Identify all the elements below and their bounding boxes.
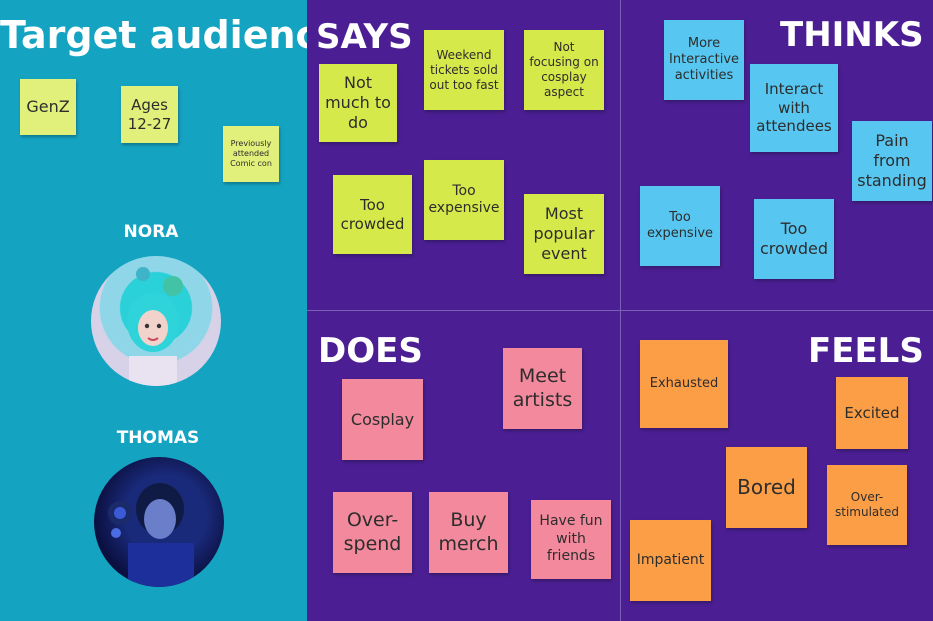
sticky-note[interactable]: Ages 12-27 [121, 86, 178, 143]
sticky-note[interactable]: Have fun with friends [531, 500, 611, 579]
persona-name-thomas: THOMAS [116, 428, 200, 448]
sticky-note[interactable]: Previously attended Comic con [223, 126, 279, 182]
persona-name-nora: NORA [123, 222, 179, 242]
sticky-note[interactable]: Too expensive [640, 186, 720, 266]
avatar-thomas [94, 457, 224, 587]
avatar-nora [91, 256, 221, 386]
sticky-note[interactable]: Pain from standing [852, 121, 932, 201]
target-audience-title: Target audience [0, 13, 344, 57]
sticky-note[interactable]: GenZ [20, 79, 76, 135]
does-title: DOES [318, 331, 423, 371]
feels-title: FEELS [808, 331, 924, 371]
sticky-note[interactable]: Too crowded [754, 199, 834, 279]
sticky-note[interactable]: Most popular event [524, 194, 604, 274]
sticky-note[interactable]: Meet artists [503, 348, 582, 429]
sticky-note[interactable]: Cosplay [342, 379, 423, 460]
sticky-note[interactable]: Too crowded [333, 175, 412, 254]
says-title: SAYS [316, 17, 413, 57]
sticky-note[interactable]: Too expensive [424, 160, 504, 240]
thinks-title: THINKS [780, 15, 924, 55]
sticky-note[interactable]: Weekend tickets sold out too fast [424, 30, 504, 110]
quadrant-divider-horizontal [307, 310, 933, 311]
sticky-note[interactable]: Not focusing on cosplay aspect [524, 30, 604, 110]
sticky-note[interactable]: Over-stimulated [827, 465, 907, 545]
target-audience-panel: Target audience GenZ Ages 12-27 Previous… [0, 0, 344, 621]
sticky-note[interactable]: Excited [836, 377, 908, 449]
sticky-note[interactable]: Interact with attendees [750, 64, 838, 152]
sticky-note[interactable]: Exhausted [640, 340, 728, 428]
sticky-note[interactable]: Over-spend [333, 492, 412, 573]
sticky-note[interactable]: Not much to do [319, 64, 397, 142]
sticky-note[interactable]: Impatient [630, 520, 711, 601]
sticky-note[interactable]: More Interactive activities [664, 20, 744, 100]
sticky-note[interactable]: Bored [726, 447, 807, 528]
sticky-note[interactable]: Buy merch [429, 492, 508, 573]
